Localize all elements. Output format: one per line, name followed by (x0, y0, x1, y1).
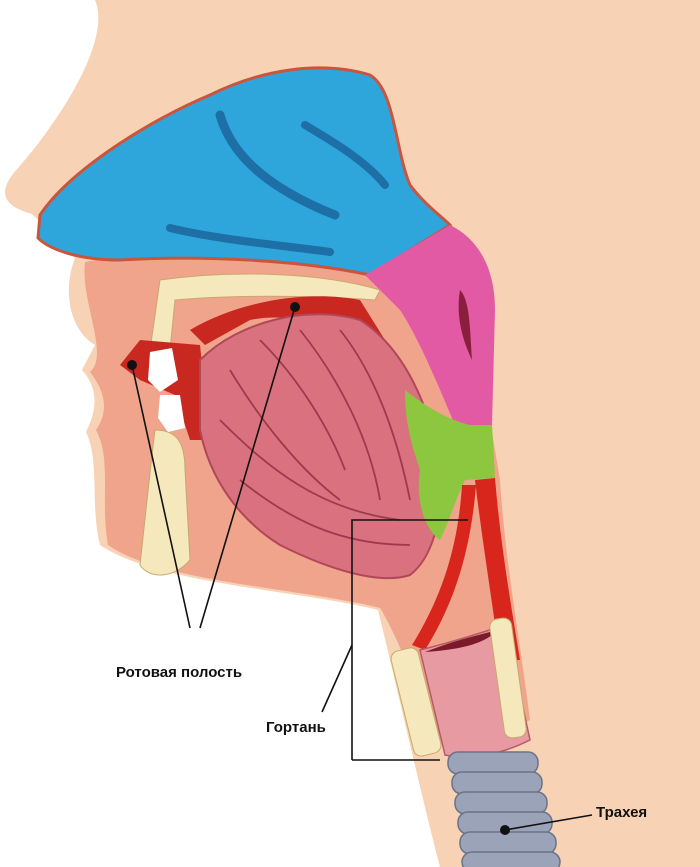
oral-cavity-label: Ротовая полость (116, 664, 243, 681)
oropharynx (405, 390, 495, 540)
oral-cavity-pointer-dot (127, 360, 137, 370)
leader-lines (131, 306, 593, 831)
thyroid-cartilage (390, 647, 442, 757)
nasal-concha-middle (301, 121, 389, 189)
face-profile-outside (0, 0, 440, 867)
arytenoid-cartilage (489, 617, 527, 739)
mandible-bone (139, 429, 191, 576)
lower-tooth (158, 395, 185, 432)
trachea-rings (447, 751, 561, 867)
nasal-concha-lower (166, 224, 334, 256)
tongue-muscle-fibers (219, 329, 411, 546)
oral-cavity-pointer-dot (290, 302, 300, 312)
esophagus-red (475, 478, 520, 660)
nasopharynx-fold (458, 290, 472, 360)
upper-tooth (148, 348, 178, 392)
larynx-label: Гортань (266, 719, 326, 736)
vocal-folds (425, 630, 497, 652)
lip-red (120, 340, 210, 440)
trachea-label: Трахея (596, 804, 648, 821)
trachea-pointer-dot (500, 825, 510, 835)
nasal-cavity (36, 66, 453, 277)
larynx-red-wall (412, 485, 476, 650)
hard-palate-bone (149, 273, 381, 351)
nasopharynx (365, 225, 495, 425)
nasal-concha-upper (215, 110, 340, 220)
